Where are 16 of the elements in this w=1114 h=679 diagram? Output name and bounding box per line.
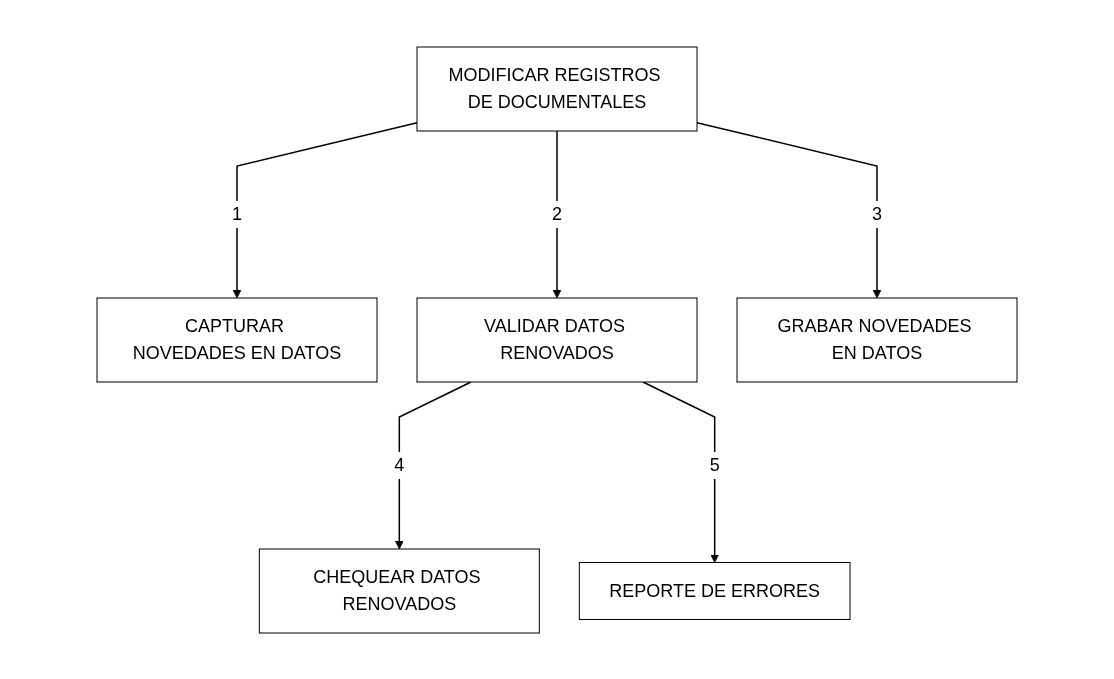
node-box: VALIDAR DATOS RENOVADOS (416, 297, 698, 382)
arrow (394, 380, 472, 549)
arrow (552, 129, 562, 298)
edge-label: 1 (231, 203, 243, 224)
node-box: CAPTURAR NOVEDADES EN DATOS (96, 297, 378, 382)
node-box: GRABAR NOVEDADES EN DATOS (736, 297, 1018, 382)
edge-label: 2 (551, 203, 563, 224)
arrow (232, 121, 418, 298)
edge-label: 4 (394, 454, 405, 475)
node-box: REPORTE DE ERRORES (578, 561, 851, 620)
arrow (642, 380, 720, 563)
edge-label: 5 (709, 454, 720, 475)
node-box: MODIFICAR REGISTROS DE DOCUMENTALES (416, 46, 698, 131)
arrow (696, 121, 882, 298)
node-box: CHEQUEAR DATOS RENOVADOS (258, 548, 540, 633)
edge-label: 3 (871, 203, 883, 224)
